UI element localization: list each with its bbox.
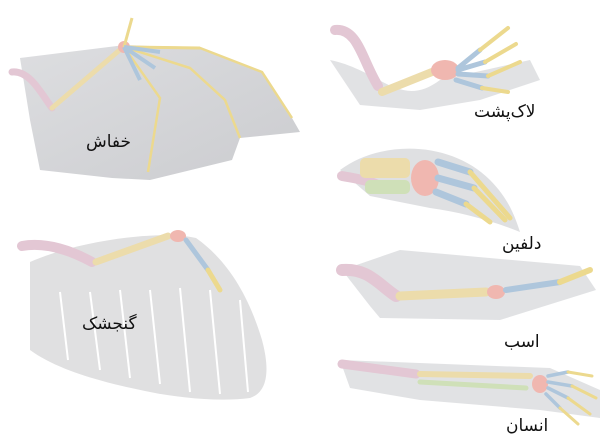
horse-radius-ulna	[400, 292, 486, 296]
bat-label: خفاش	[86, 134, 131, 151]
dolphin-label: دلفین	[502, 236, 541, 253]
dolphin-radius	[360, 158, 410, 178]
sparrow-feathers	[30, 235, 266, 399]
bat-wing	[12, 18, 300, 180]
human-radius	[420, 374, 530, 376]
turtle-label: لاک‌پشت	[474, 104, 536, 121]
human-carpals	[532, 375, 548, 393]
horse-leg	[342, 250, 596, 320]
human-arm	[340, 360, 600, 424]
turtle-limb	[330, 28, 540, 110]
horse-carpals	[487, 285, 505, 299]
horse-label: اسب	[504, 334, 540, 351]
dolphin-ulna	[365, 180, 410, 194]
sparrow-label: گنجشک	[82, 316, 137, 333]
bat-wing-membrane	[20, 45, 300, 180]
turtle-carpals	[431, 60, 459, 80]
sparrow-wing	[22, 230, 266, 400]
human-label: انسان	[506, 418, 548, 435]
dolphin-flipper	[340, 149, 520, 232]
